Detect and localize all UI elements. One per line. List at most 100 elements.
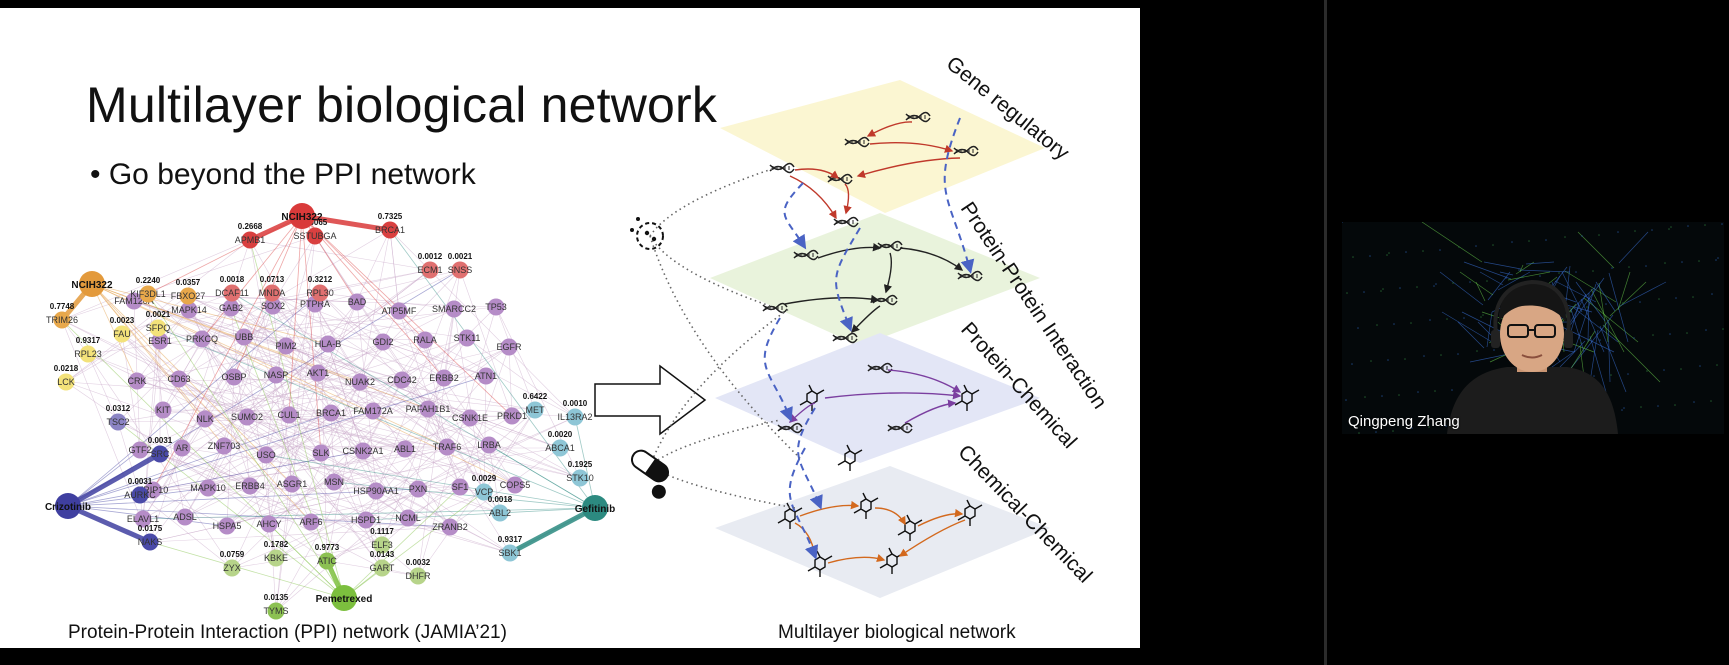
edge-arrow bbox=[917, 508, 964, 527]
ppi-node bbox=[53, 311, 71, 329]
ppi-node bbox=[215, 437, 233, 455]
ppi-node bbox=[306, 227, 324, 245]
ppi-node bbox=[223, 559, 241, 577]
ppi-node bbox=[241, 231, 259, 249]
ppi-node-label: LCK bbox=[57, 377, 75, 387]
ppi-node-label: TRIM26 bbox=[46, 315, 78, 325]
ppi-node-label: LRBA bbox=[477, 440, 501, 450]
multilayer-diagram-art bbox=[649, 111, 983, 577]
ppi-node bbox=[506, 476, 524, 494]
ppi-node-label: ATP5MF bbox=[382, 306, 417, 316]
ppi-node-score: 0.0218 bbox=[54, 364, 79, 373]
ppi-node-label: ZNF703 bbox=[208, 441, 241, 451]
ppi-node bbox=[151, 332, 169, 350]
dna-icon bbox=[844, 136, 870, 148]
video-background bbox=[1342, 222, 1724, 434]
ppi-node bbox=[357, 511, 375, 529]
ppi-node bbox=[113, 325, 131, 343]
ppi-node bbox=[109, 413, 127, 431]
ppi-node-label: ESR1 bbox=[148, 336, 172, 346]
ppi-node bbox=[199, 479, 217, 497]
ppi-node-label: PRKD1 bbox=[497, 411, 527, 421]
dna-icon bbox=[953, 145, 979, 157]
ppi-node-score: 0.0713 bbox=[260, 275, 285, 284]
ppi-node-label: ERBB2 bbox=[429, 373, 459, 383]
ppi-node-score: 0.0759 bbox=[220, 550, 245, 559]
ppi-node-label: TYMS bbox=[263, 606, 288, 616]
ppi-node bbox=[477, 367, 495, 385]
ppi-node-score: 0.0135 bbox=[264, 593, 289, 602]
virus-icon bbox=[630, 217, 664, 250]
drug-node-label: Crizotinib bbox=[45, 502, 91, 513]
dotted-link bbox=[649, 307, 791, 467]
ppi-node-label: FBXO27 bbox=[171, 291, 206, 301]
edge-arrow bbox=[874, 507, 906, 526]
ppi-node-score: 0.1925 bbox=[568, 460, 593, 469]
cross-layer-arrow bbox=[763, 317, 793, 422]
ppi-node bbox=[319, 335, 337, 353]
ppi-node-label: STK11 bbox=[454, 333, 481, 343]
ppi-node-score: 0.0023 bbox=[110, 316, 135, 325]
ppi-node bbox=[218, 517, 236, 535]
ppi-node-score: 0.0312 bbox=[106, 404, 131, 413]
ppi-node-label: AHCY bbox=[256, 519, 281, 529]
layer-plane-ppi bbox=[710, 213, 1040, 346]
ppi-node-label: HSPA5 bbox=[213, 521, 242, 531]
ppi-node-label: SMARCC2 bbox=[432, 304, 476, 314]
dna-icon bbox=[833, 216, 859, 228]
ppi-node-score: 0.9773 bbox=[315, 543, 340, 552]
ppi-node bbox=[179, 287, 197, 305]
molecule-icon bbox=[777, 502, 803, 529]
ppi-node-label: CSNK2A1 bbox=[342, 446, 383, 456]
dna-icon bbox=[762, 302, 788, 314]
ppi-node-label: HSP90AA1 bbox=[353, 486, 399, 496]
ppi-node-score: 0.0018 bbox=[220, 275, 245, 284]
ppi-node bbox=[277, 337, 295, 355]
ppi-node bbox=[409, 480, 427, 498]
ppi-node bbox=[571, 469, 589, 487]
ppi-node bbox=[134, 510, 152, 528]
ppi-node-score: 0.2240 bbox=[136, 276, 161, 285]
ppi-node bbox=[263, 284, 281, 302]
ppi-node-score: 0.1782 bbox=[264, 540, 289, 549]
ppi-node bbox=[421, 261, 439, 279]
ppi-node bbox=[280, 406, 298, 424]
molecule-icon bbox=[954, 384, 980, 411]
ppi-node bbox=[393, 371, 411, 389]
ppi-node-label: GAB2 bbox=[219, 303, 243, 313]
ppi-node bbox=[458, 329, 476, 347]
ppi-node-label: GART bbox=[370, 563, 395, 573]
ppi-node-score: 0.0012 bbox=[418, 252, 443, 261]
ppi-node-label: SF1 bbox=[452, 482, 469, 492]
right-arrow-icon bbox=[594, 364, 707, 436]
ppi-node-label: OSBP bbox=[221, 372, 246, 382]
ppi-node-label: TP53 bbox=[485, 302, 507, 312]
edge-arrow bbox=[883, 252, 893, 294]
ppi-node bbox=[491, 504, 509, 522]
edge-arrow bbox=[794, 168, 840, 179]
molecule-icon bbox=[957, 499, 983, 526]
ppi-node-label: IL13RA2 bbox=[557, 412, 592, 422]
ppi-node bbox=[139, 285, 157, 303]
edge-arrow bbox=[887, 369, 962, 393]
ppi-node-label: NAKS bbox=[138, 537, 163, 547]
ppi-node bbox=[260, 515, 278, 533]
ppi-node bbox=[196, 410, 214, 428]
ppi-node bbox=[475, 483, 493, 501]
ppi-node-label: CRK bbox=[127, 376, 146, 386]
ppi-node bbox=[501, 544, 519, 562]
drug-node bbox=[79, 271, 105, 297]
ppi-node-label: MAPK14 bbox=[171, 305, 207, 315]
ppi-node bbox=[526, 401, 544, 419]
ppi-node-label: NUAK2 bbox=[345, 377, 375, 387]
ppi-node-label: ECM1 bbox=[417, 265, 442, 275]
ppi-node-label: PRKCQ bbox=[186, 334, 218, 344]
drug-node-label: Pemetrexed bbox=[316, 594, 373, 605]
dotted-link bbox=[649, 419, 781, 467]
dna-icon bbox=[832, 332, 858, 344]
participant-video-tile[interactable]: Qingpeng Zhang bbox=[1342, 222, 1724, 434]
ppi-node bbox=[396, 440, 414, 458]
ppi-node bbox=[173, 439, 191, 457]
ppi-node bbox=[364, 402, 382, 420]
